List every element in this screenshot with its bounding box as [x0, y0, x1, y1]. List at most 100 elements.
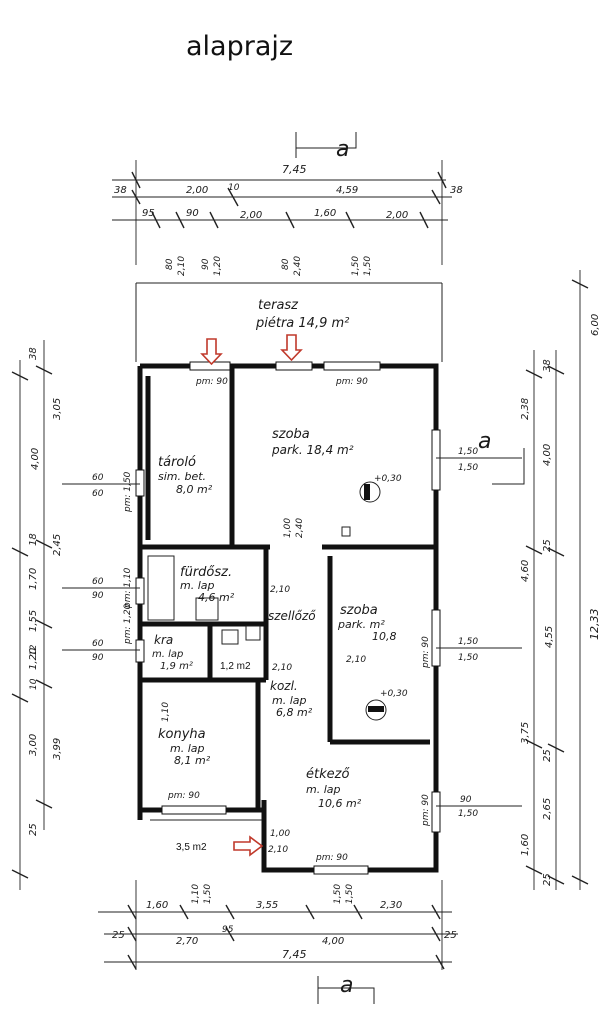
svg-text:1,10: 1,10: [191, 884, 201, 904]
svg-text:95: 95: [142, 208, 155, 219]
room-szoba-1: szoba park. 18,4 m² +0,30: [271, 427, 402, 503]
svg-text:2,70: 2,70: [176, 936, 198, 947]
top-dimensions: 7,45 38 2,00 10 4,59 38 95 90 2,00 1,60 …: [112, 160, 463, 276]
svg-text:25: 25: [444, 930, 457, 941]
svg-text:+0,30: +0,30: [374, 474, 402, 484]
svg-text:1,50: 1,50: [458, 653, 478, 663]
svg-text:25: 25: [112, 930, 125, 941]
svg-text:4,60: 4,60: [520, 560, 531, 582]
svg-text:4,6 m²: 4,6 m²: [198, 591, 235, 604]
window-dims: 60 60 60 90 60 90 1,50 1,50 1,50 1,50 90…: [62, 447, 522, 819]
svg-text:1,2 m2: 1,2 m2: [220, 661, 251, 672]
svg-text:60: 60: [92, 577, 104, 587]
svg-text:szellőző: szellőző: [268, 609, 316, 623]
svg-text:fürdősz.: fürdősz.: [180, 565, 232, 580]
room-name: terasz: [258, 298, 299, 313]
room-tarolo: tároló sim. bet. 8,0 m²: [158, 455, 213, 496]
dim-total-top: 7,45: [282, 163, 307, 176]
svg-text:4,55: 4,55: [544, 626, 555, 648]
svg-text:80: 80: [165, 258, 175, 270]
svg-text:60: 60: [92, 639, 104, 649]
annotation-box-35: 3,5 m2: [176, 842, 207, 853]
svg-text:2,30: 2,30: [380, 900, 402, 911]
svg-text:25: 25: [542, 539, 553, 552]
svg-text:1,50: 1,50: [458, 447, 478, 457]
room-furdo: fürdősz. m. lap 4,6 m²: [180, 565, 235, 604]
svg-text:60: 60: [92, 489, 104, 499]
svg-text:pm: 90: pm: 90: [421, 794, 431, 827]
svg-text:3,99: 3,99: [52, 738, 63, 760]
windows: [135, 361, 441, 875]
svg-text:pm: 1,50: pm: 1,50: [123, 471, 133, 513]
svg-text:10,6 m²: 10,6 m²: [318, 797, 362, 810]
svg-text:80: 80: [281, 258, 291, 270]
svg-text:25: 25: [542, 873, 553, 886]
svg-text:2,40: 2,40: [295, 518, 305, 538]
room-kozl: kozl. m. lap 6,8 m²: [270, 679, 313, 719]
svg-text:8,1 m²: 8,1 m²: [174, 754, 211, 767]
room-szoba-2: szoba park. m² 10,8 +0,30: [337, 603, 408, 721]
right-dimensions: 38 2,38 4,00 6,00 25 4,60 4,55 12,33 3,7…: [520, 270, 601, 890]
svg-text:1,50: 1,50: [458, 463, 478, 473]
svg-text:2,00: 2,00: [240, 210, 262, 221]
svg-text:1,55: 1,55: [28, 610, 39, 632]
svg-text:3,75: 3,75: [520, 722, 531, 744]
dim-total-bottom: 7,45: [282, 948, 307, 961]
svg-text:szoba: szoba: [272, 427, 310, 442]
svg-text:4,59: 4,59: [336, 185, 358, 196]
door-labels: 1,00 2,40 2,10 2,10 2,10 1,10 1,00 2,10: [161, 518, 366, 855]
svg-text:1,50: 1,50: [363, 256, 373, 276]
svg-text:1,70: 1,70: [28, 568, 39, 590]
svg-text:m. lap: m. lap: [152, 649, 183, 660]
entrance-arrows: [200, 334, 303, 857]
svg-text:1,50: 1,50: [203, 884, 213, 904]
svg-text:38: 38: [450, 185, 463, 196]
svg-text:25: 25: [28, 823, 39, 836]
svg-text:pm: 90: pm: 90: [421, 636, 431, 669]
svg-text:kozl.: kozl.: [270, 679, 298, 693]
svg-text:25: 25: [542, 749, 553, 762]
terrace-outline: [135, 282, 443, 362]
svg-text:2,10: 2,10: [268, 845, 288, 855]
svg-text:38: 38: [28, 347, 39, 360]
svg-text:pm: 90: pm: 90: [167, 791, 200, 801]
svg-text:12: 12: [29, 644, 39, 656]
svg-text:konyha: konyha: [158, 727, 206, 742]
svg-text:1,60: 1,60: [520, 834, 531, 856]
svg-text:2,00: 2,00: [386, 210, 408, 221]
svg-text:tároló: tároló: [158, 455, 196, 470]
svg-text:1,50: 1,50: [333, 884, 343, 904]
svg-text:90: 90: [460, 795, 472, 805]
svg-text:90: 90: [201, 258, 211, 270]
svg-text:1,60: 1,60: [146, 900, 168, 911]
annotation-box-12: 1,2 m2: [218, 656, 252, 674]
svg-text:2,10: 2,10: [177, 256, 187, 276]
svg-text:3,5 m2: 3,5 m2: [176, 842, 207, 853]
svg-text:+0,30: +0,30: [380, 689, 408, 699]
interior-walls: [140, 366, 436, 810]
room-terasz: terasz piétra 14,9 m²: [255, 298, 349, 331]
svg-text:2,00: 2,00: [186, 185, 208, 196]
svg-text:38: 38: [542, 359, 553, 372]
svg-text:szoba: szoba: [340, 603, 378, 618]
svg-text:2,45: 2,45: [52, 534, 63, 556]
left-dimensions: 38 3,05 4,00 18 2,45 1,70 1,55 12 1,20 1…: [11, 340, 63, 890]
svg-text:pm: 90: pm: 90: [195, 377, 228, 387]
svg-text:90: 90: [92, 653, 104, 663]
svg-text:étkező: étkező: [306, 767, 350, 782]
svg-text:10: 10: [228, 183, 240, 193]
svg-text:10: 10: [29, 678, 39, 690]
svg-text:12,33: 12,33: [588, 609, 601, 641]
svg-text:1,50: 1,50: [345, 884, 355, 904]
svg-text:90: 90: [92, 591, 104, 601]
svg-text:18: 18: [28, 533, 39, 546]
svg-text:4,00: 4,00: [30, 448, 41, 470]
section-marker-bottom: a: [317, 973, 375, 1004]
svg-text:10,8: 10,8: [372, 630, 397, 643]
svg-text:1,50: 1,50: [458, 809, 478, 819]
room-floor: piétra 14,9 m²: [255, 316, 349, 331]
svg-text:m. lap: m. lap: [272, 694, 307, 707]
room-etkezo: étkező m. lap 10,6 m²: [306, 767, 362, 810]
svg-text:2,40: 2,40: [293, 256, 303, 276]
